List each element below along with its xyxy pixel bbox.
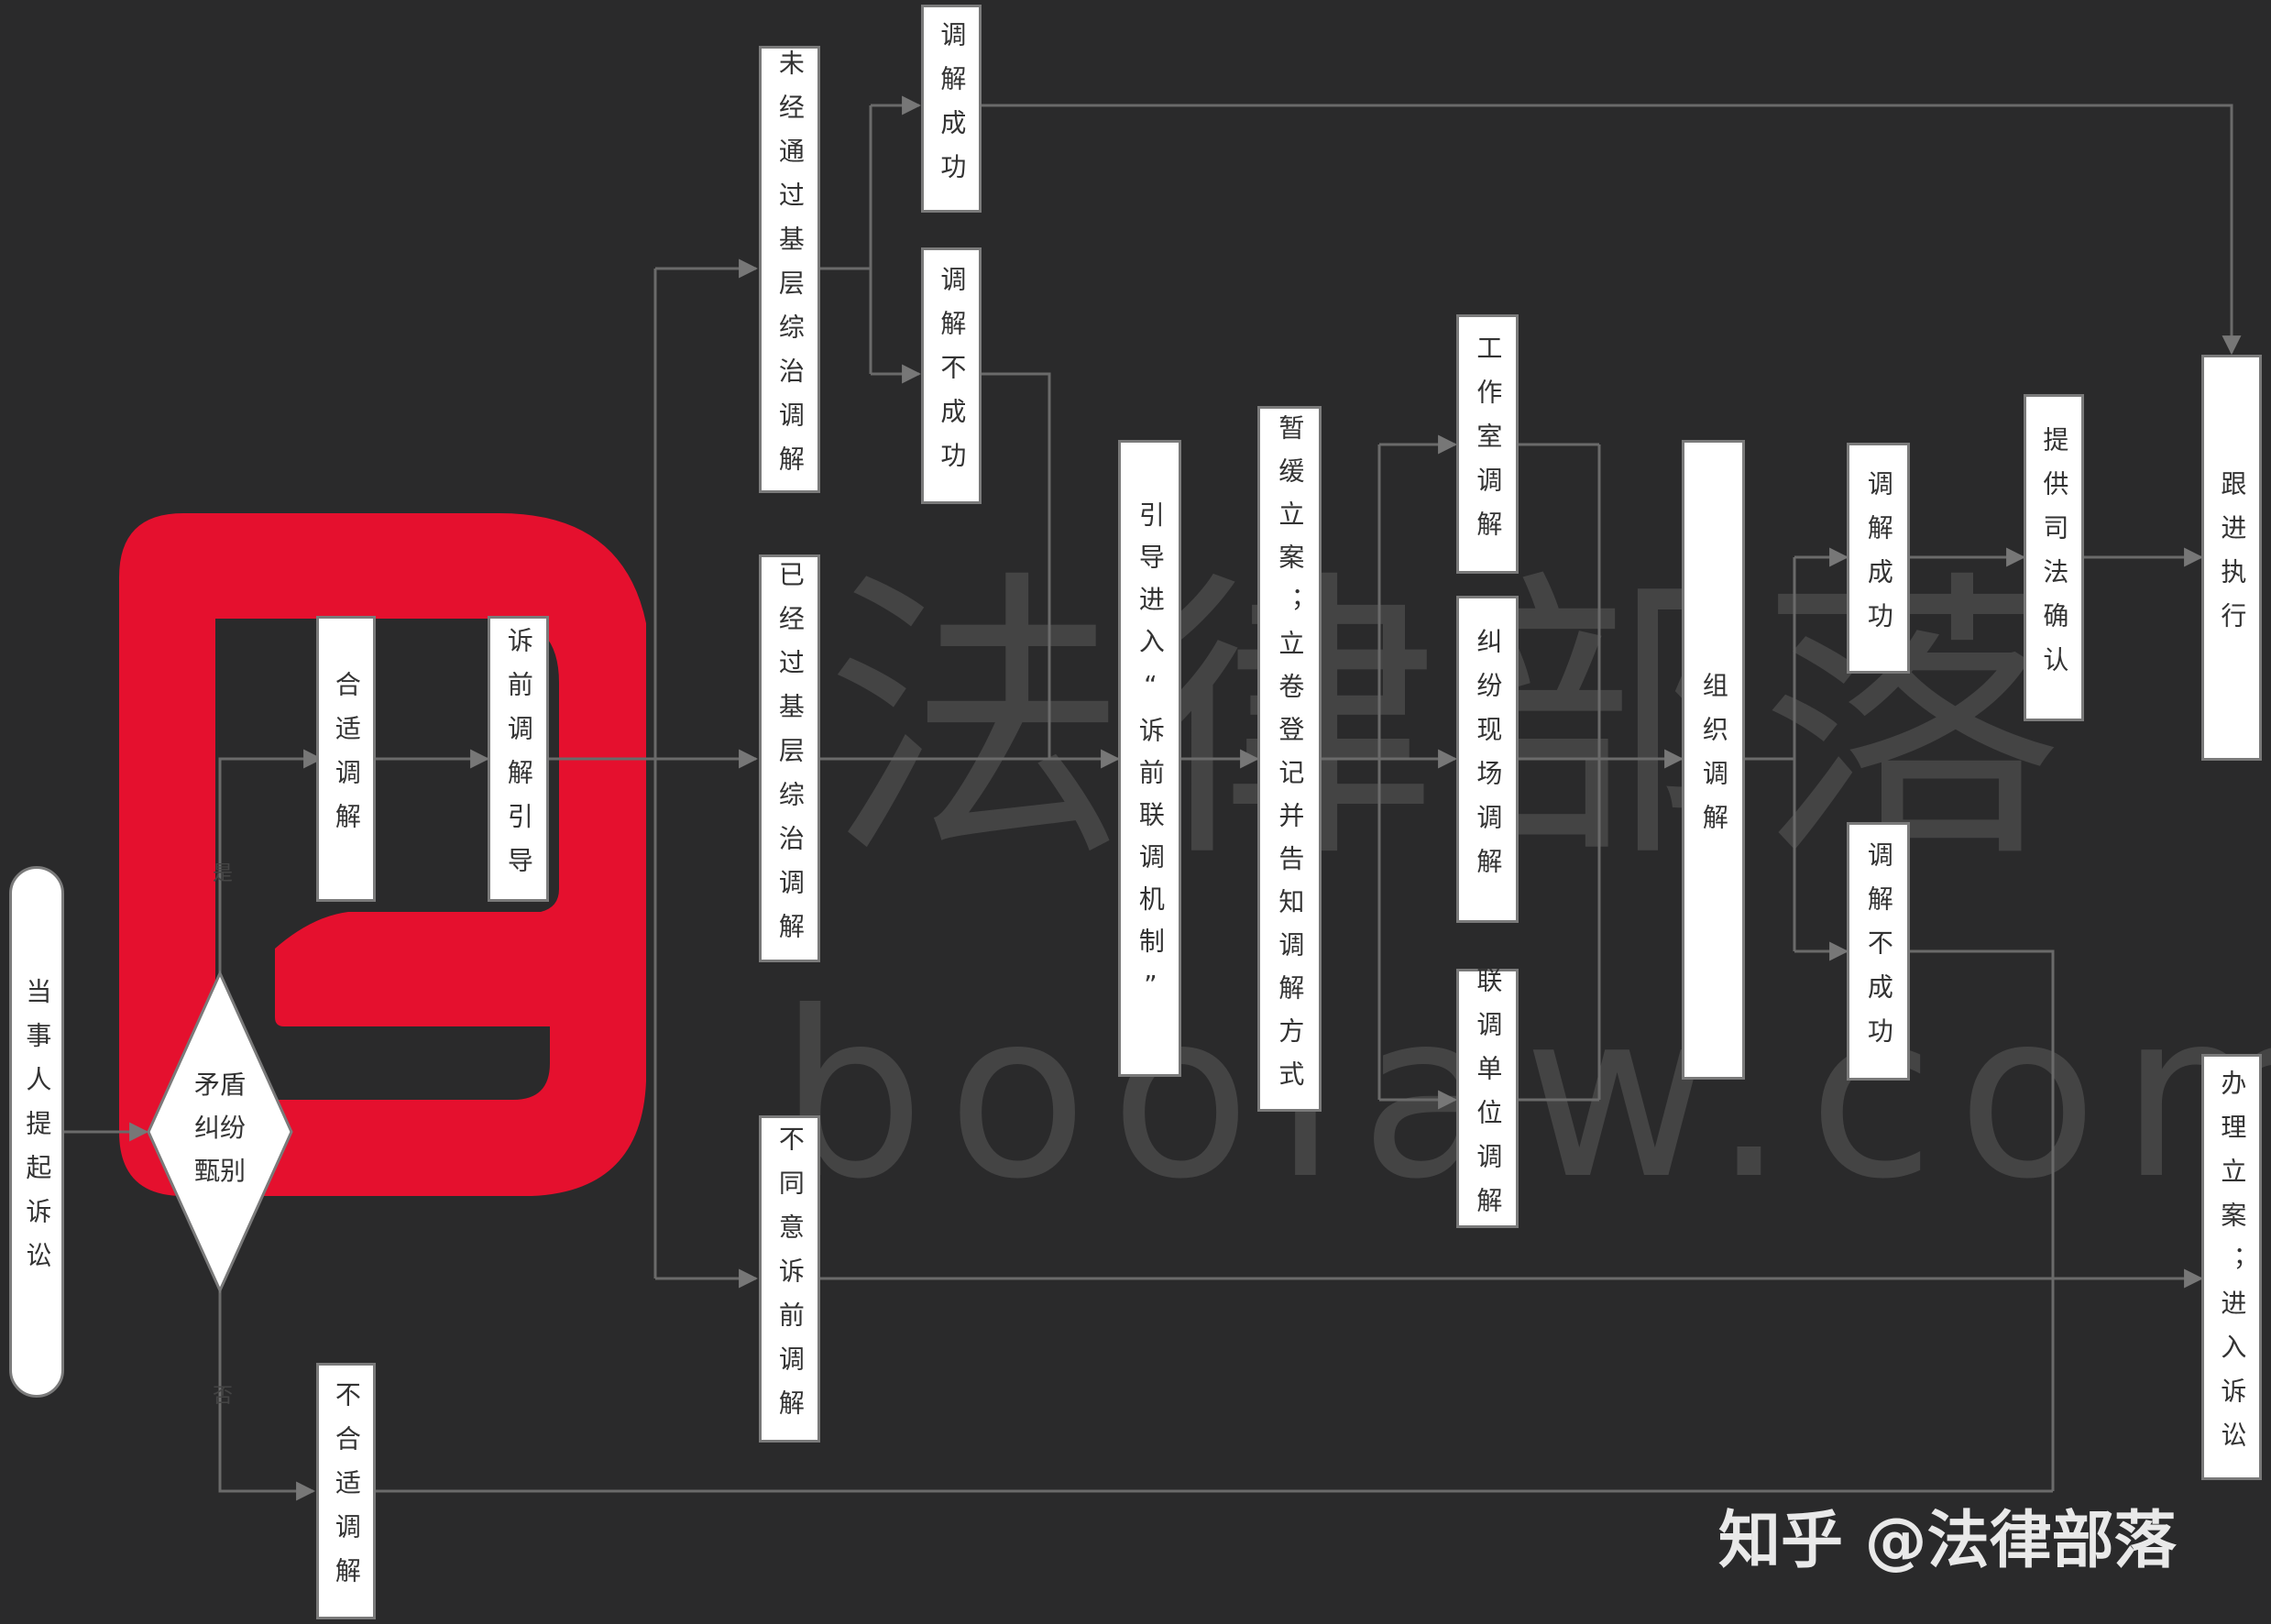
node-party-label: 当事人提起诉讼 <box>22 978 53 1286</box>
node-grassroots-label: 已经过基层综治调解 <box>774 560 806 957</box>
diamond-label-text: 矛盾纠纷甄别 <box>193 1070 246 1186</box>
node-fail-1-label: 调解不成功 <box>937 266 968 486</box>
node-success-1: 调解成功 <box>921 5 982 213</box>
node-organize-label: 组织调解 <box>1698 672 1729 848</box>
node-filing: 办理立案；进入诉讼 <box>2201 1054 2262 1480</box>
node-suitable: 合适调解 <box>316 616 376 902</box>
credit-text: 知乎 @法律部落 <box>1718 1505 2177 1577</box>
logo-outer-shape <box>119 513 646 1196</box>
node-disagree-label: 不同意诉前调解 <box>774 1125 806 1433</box>
node-suitable-label: 合适调解 <box>331 671 362 847</box>
node-studio-label: 工作室调解 <box>1473 334 1504 554</box>
node-unit-label: 联调单位调解 <box>1473 966 1504 1231</box>
node-guide: 诉前调解引导 <box>488 616 549 902</box>
edge-label-no: 否 <box>213 1385 233 1408</box>
diamond-label: 矛盾纠纷甄别 <box>170 1063 270 1192</box>
node-unsuitable: 不合适调解 <box>316 1363 376 1619</box>
node-success-1-label: 调解成功 <box>937 20 968 197</box>
node-organize: 组织调解 <box>1682 440 1745 1080</box>
decision-diamond <box>147 970 293 1294</box>
edge-label-yes: 是 <box>213 862 233 885</box>
node-unsuitable-label: 不合适调解 <box>331 1381 362 1601</box>
node-suspend: 暂缓立案；立卷登记并告知调解方式 <box>1257 406 1322 1112</box>
node-guide-label: 诉前调解引导 <box>503 627 534 891</box>
node-onsite-label: 纠纷现场调解 <box>1473 627 1504 892</box>
node-follow-label: 跟进执行 <box>2217 469 2248 646</box>
node-fail-1: 调解不成功 <box>921 247 982 504</box>
node-grassroots: 已经过基层综治调解 <box>759 554 820 962</box>
node-not-grassroots-label: 未经通过基层综治调解 <box>774 49 806 489</box>
node-suspend-label: 暂缓立案；立卷登记并告知调解方式 <box>1275 414 1306 1103</box>
node-onsite: 纠纷现场调解 <box>1456 596 1519 923</box>
node-filing-label: 办理立案；进入诉讼 <box>2217 1069 2248 1465</box>
node-fail-2-label: 调解不成功 <box>1863 841 1894 1061</box>
node-not-grassroots: 未经通过基层综治调解 <box>759 46 820 493</box>
node-success-2: 调解成功 <box>1847 443 1910 674</box>
node-mechanism: 引导进入“诉前联调机制” <box>1118 440 1181 1077</box>
node-judicial-label: 提供司法确认 <box>2039 425 2070 690</box>
node-fail-2: 调解不成功 <box>1847 822 1910 1081</box>
node-success-2-label: 调解成功 <box>1863 470 1894 646</box>
node-mechanism-label: 引导进入“诉前联调机制” <box>1135 500 1166 1016</box>
node-follow: 跟进执行 <box>2201 355 2262 761</box>
node-party: 当事人提起诉讼 <box>9 866 64 1398</box>
node-unit: 联调单位调解 <box>1456 966 1519 1231</box>
node-judicial: 提供司法确认 <box>2024 394 2084 721</box>
node-disagree: 不同意诉前调解 <box>759 1115 820 1443</box>
watermark-url: boolaw.com <box>779 962 2271 1229</box>
node-studio: 工作室调解 <box>1456 314 1519 574</box>
